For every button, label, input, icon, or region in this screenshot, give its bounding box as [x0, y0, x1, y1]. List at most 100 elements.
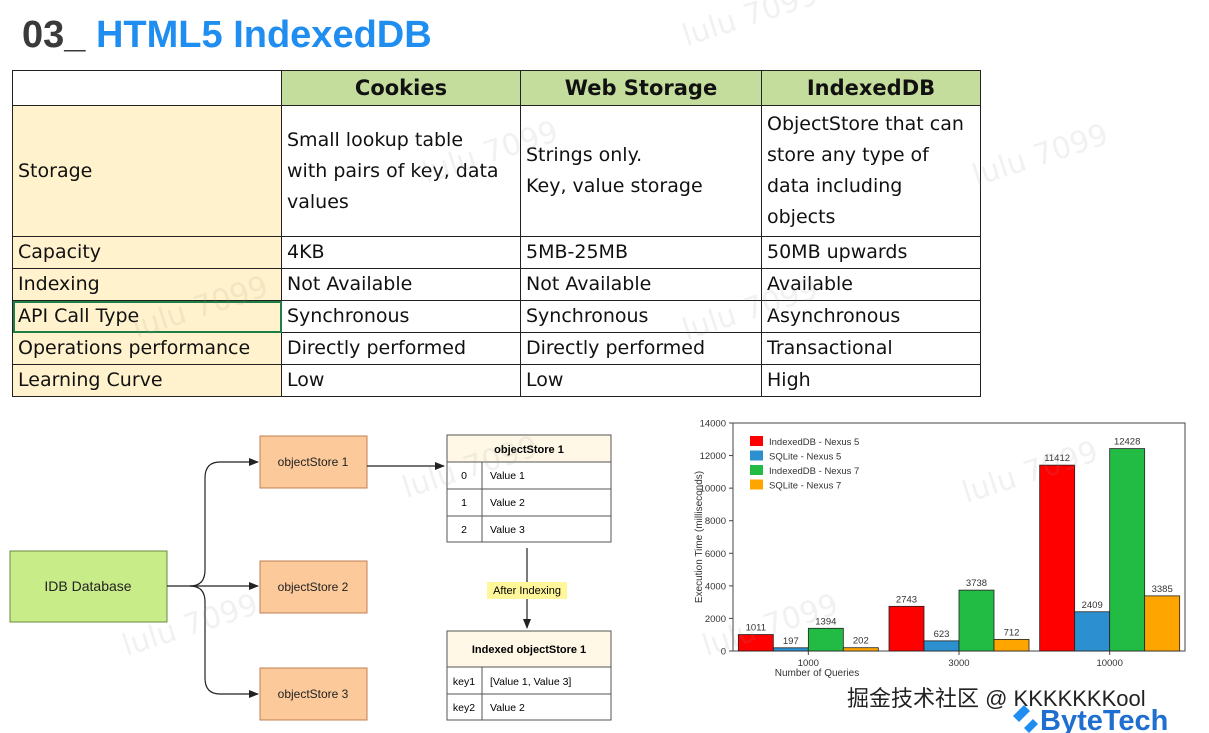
- table-cell[interactable]: High: [761, 364, 981, 397]
- detail-header-cell: [446, 434, 612, 463]
- bar-value-label: 3385: [1152, 584, 1173, 595]
- indexed-key: key1: [453, 676, 475, 688]
- arrow-to-store-3: [189, 585, 259, 698]
- y-tick-label: 14000: [700, 419, 726, 430]
- table-cell: [481, 488, 612, 517]
- table-cell: [446, 515, 483, 543]
- table-cell[interactable]: 50MB upwards: [761, 236, 981, 269]
- y-tick-label: 6000: [705, 549, 726, 560]
- legend-label: SQLite - Nexus 7: [769, 481, 841, 492]
- y-tick-label: 12000: [700, 451, 726, 462]
- table-cell[interactable]: Synchronous: [281, 300, 521, 333]
- bar-value-label: 2743: [896, 594, 917, 605]
- object-store-3-box[interactable]: [259, 667, 368, 721]
- object-store-3-label: objectStore 3: [278, 687, 349, 701]
- bar: [807, 627, 844, 652]
- bar-value-label: 3738: [966, 578, 987, 589]
- bar: [958, 589, 995, 652]
- header-web-storage: Web Storage: [520, 70, 762, 106]
- header-cookies: Cookies: [281, 70, 521, 106]
- table-cell[interactable]: Available: [761, 268, 981, 301]
- detail-key: 2: [461, 524, 467, 536]
- bar: [993, 639, 1030, 652]
- bar-value-label: 202: [853, 636, 869, 647]
- indexed-object-store-table: Indexed objectStore 1 key1 [Value 1, Val…: [446, 630, 612, 721]
- bar: [1074, 611, 1111, 652]
- table-cell: [481, 461, 612, 490]
- table-row: Learning Curve Low Low High: [12, 364, 981, 397]
- legend-label: IndexedDB - Nexus 7: [769, 466, 859, 477]
- table-cell[interactable]: Small lookup table with pairs of key, da…: [281, 105, 521, 237]
- title-number: 03: [22, 14, 65, 56]
- x-tick-label: 3000: [948, 658, 969, 669]
- table-cell[interactable]: Not Available: [281, 268, 521, 301]
- table-row: Indexing Not Available Not Available Ava…: [12, 268, 981, 301]
- bar-value-label: 712: [1004, 627, 1020, 638]
- table-cell: [481, 515, 612, 543]
- row-label-operations-performance[interactable]: Operations performance: [12, 332, 282, 365]
- footer-watermark: 掘金技术社区 @ KKKKKKKool ByteTech: [846, 685, 1168, 733]
- bar-value-label: 623: [934, 629, 950, 640]
- legend-swatch: [750, 465, 763, 475]
- row-label-storage[interactable]: Storage: [12, 105, 282, 237]
- table-cell[interactable]: Not Available: [520, 268, 762, 301]
- title-separator: _: [64, 14, 86, 56]
- bar-value-label: 2409: [1082, 600, 1103, 611]
- arrow-to-store-1: [189, 458, 259, 587]
- bar: [772, 647, 809, 652]
- bar-value-label: 1011: [746, 623, 766, 634]
- row-label-indexing[interactable]: Indexing: [12, 268, 282, 301]
- bar: [842, 647, 879, 652]
- table-cell[interactable]: Low: [520, 364, 762, 397]
- x-axis-label: Number of Queries: [775, 668, 859, 679]
- object-store-detail-table: objectStore 1 0 Value 1 1 Value 2 2 Valu…: [446, 434, 612, 543]
- table-cell[interactable]: ObjectStore that can store any type of d…: [761, 105, 981, 237]
- idb-database-box[interactable]: [9, 550, 168, 623]
- bar: [1039, 464, 1076, 652]
- idb-diagram: IDB Database objectStore 1 objectStore 2…: [9, 434, 612, 721]
- after-indexing-label: After Indexing: [493, 585, 561, 597]
- table-cell[interactable]: Transactional: [761, 332, 981, 365]
- detail-value: Value 3: [490, 524, 525, 536]
- table-cell[interactable]: 4KB: [281, 236, 521, 269]
- bar: [923, 640, 960, 652]
- table-cell: [446, 461, 483, 490]
- row-label-capacity[interactable]: Capacity: [12, 236, 282, 269]
- legend-swatch: [750, 436, 763, 446]
- bar-value-label: 11412: [1044, 453, 1070, 464]
- legend-swatch: [750, 450, 763, 461]
- y-tick-label: 8000: [705, 516, 726, 527]
- header-corner: [12, 70, 282, 106]
- bytetech-logo-icon-accent: [1024, 719, 1038, 733]
- bar-value-label: 1394: [815, 616, 836, 627]
- object-store-1-box[interactable]: [259, 435, 368, 489]
- x-tick-label: 1000: [798, 658, 819, 669]
- after-indexing-badge: [487, 582, 567, 599]
- object-store-2-box[interactable]: [259, 560, 368, 614]
- row-label-learning-curve[interactable]: Learning Curve: [12, 364, 282, 397]
- table-cell[interactable]: Strings only. Key, value storage: [520, 105, 762, 237]
- y-tick-label: 2000: [705, 614, 726, 625]
- bars: 1011197139420227436233738712114122409124…: [737, 437, 1181, 652]
- idb-database-label: IDB Database: [44, 578, 131, 594]
- title-text: HTML5 IndexedDB: [95, 14, 432, 56]
- table-row: Storage Small lookup table with pairs of…: [12, 105, 981, 237]
- y-axis-label: Execution Time (milliseconds): [694, 471, 705, 603]
- row-label-api-call-type[interactable]: API Call Type: [12, 300, 282, 333]
- table-cell[interactable]: Low: [281, 364, 521, 397]
- community-watermark: 掘金技术社区 @ KKKKKKKool: [847, 686, 1146, 711]
- detail-value: Value 2: [490, 497, 525, 509]
- table-cell: [481, 693, 612, 721]
- table-cell[interactable]: Asynchronous: [761, 300, 981, 333]
- bytetech-logo-icon: [1013, 705, 1030, 722]
- legend-swatch: [750, 479, 763, 490]
- table-header-row: Cookies Web Storage IndexedDB: [12, 70, 981, 106]
- indexed-value: Value 2: [490, 702, 525, 714]
- comparison-table: Cookies Web Storage IndexedDB Storage Sm…: [12, 70, 981, 397]
- detail-key: 1: [461, 497, 467, 509]
